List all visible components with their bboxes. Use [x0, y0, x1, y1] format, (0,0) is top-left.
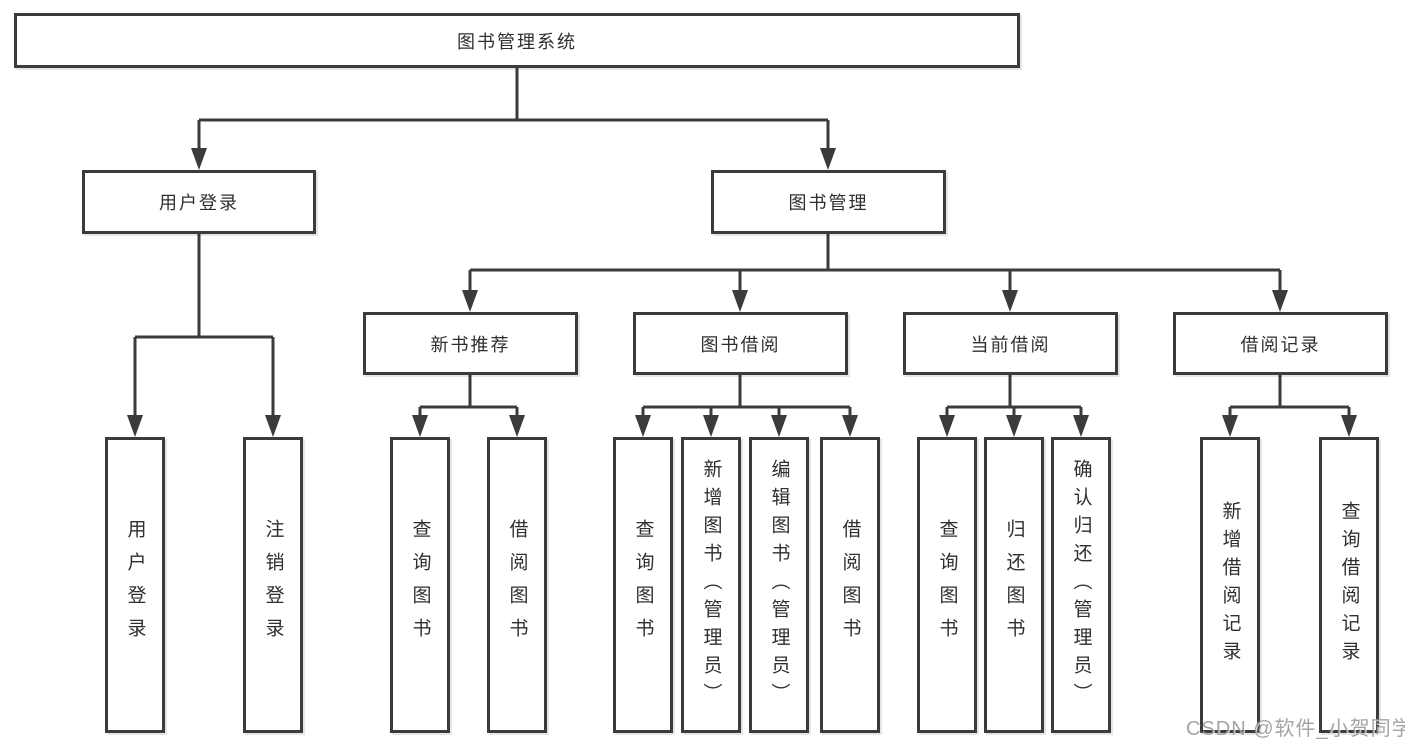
leaf-borrow-add-books-admin: 新增图书（管理员）	[681, 437, 741, 733]
node-book-management: 图书管理	[711, 170, 946, 234]
node-book-management-label: 图书管理	[788, 193, 869, 213]
leaf-records-add-record-label: 新增借阅记录	[1219, 501, 1241, 669]
leaf-current-confirm-return-admin-label: 确认归还（管理员）	[1070, 459, 1092, 711]
node-book-borrow-label: 图书借阅	[700, 334, 781, 355]
leaf-logout-label: 注销登录	[262, 519, 284, 651]
leaf-newbook-borrow-books-label: 借阅图书	[506, 519, 528, 651]
arrowheads	[127, 148, 1357, 437]
leaf-current-return-books-label: 归还图书	[1003, 519, 1025, 651]
node-root-label: 图书管理系统	[457, 31, 577, 52]
leaf-borrow-borrow-books-label: 借阅图书	[839, 519, 861, 651]
node-current-borrow: 当前借阅	[903, 312, 1118, 375]
leaf-user-login-label: 用户登录	[124, 519, 146, 651]
leaf-records-query-record-label: 查询借阅记录	[1338, 501, 1360, 669]
leaf-newbook-borrow-books: 借阅图书	[487, 437, 547, 733]
node-user-login-label: 用户登录	[159, 193, 239, 213]
node-new-book-recommend: 新书推荐	[363, 312, 578, 375]
leaf-current-query-books: 查询图书	[917, 437, 977, 733]
leaf-logout: 注销登录	[243, 437, 303, 733]
leaf-borrow-query-books-label: 查询图书	[632, 519, 654, 651]
leaf-borrow-edit-books-admin-label: 编辑图书（管理员）	[768, 459, 790, 711]
leaf-current-query-books-label: 查询图书	[936, 519, 958, 651]
leaf-newbook-query-books: 查询图书	[390, 437, 450, 733]
leaf-borrow-add-books-admin-label: 新增图书（管理员）	[700, 459, 722, 711]
leaf-borrow-borrow-books: 借阅图书	[820, 437, 880, 733]
connector-strokes	[133, 68, 1351, 419]
leaf-current-confirm-return-admin: 确认归还（管理员）	[1051, 437, 1111, 733]
leaf-user-login: 用户登录	[105, 437, 165, 733]
leaf-records-add-record: 新增借阅记录	[1200, 437, 1260, 733]
leaf-newbook-query-books-label: 查询图书	[409, 519, 431, 651]
node-borrow-records: 借阅记录	[1173, 312, 1388, 375]
leaf-borrow-edit-books-admin: 编辑图书（管理员）	[749, 437, 809, 733]
leaf-records-query-record: 查询借阅记录	[1319, 437, 1379, 733]
node-new-book-recommend-label: 新书推荐	[430, 334, 511, 355]
node-borrow-records-label: 借阅记录	[1240, 334, 1321, 355]
node-user-login: 用户登录	[82, 170, 316, 234]
node-root: 图书管理系统	[14, 13, 1020, 68]
leaf-borrow-query-books: 查询图书	[613, 437, 673, 733]
leaf-current-return-books: 归还图书	[984, 437, 1044, 733]
node-current-borrow-label: 当前借阅	[970, 334, 1051, 355]
node-book-borrow: 图书借阅	[633, 312, 848, 375]
